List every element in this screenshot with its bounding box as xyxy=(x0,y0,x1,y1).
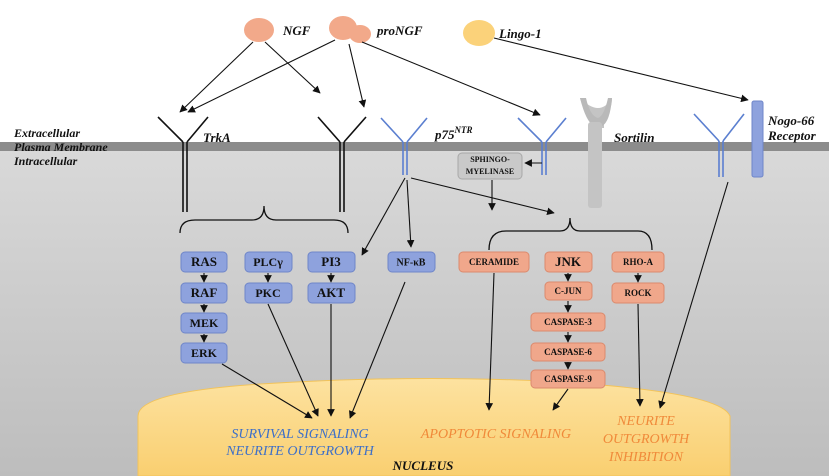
sortilin-label: Sortilin xyxy=(614,130,654,145)
neurite-outgrowth-label: NEURITE OUTGROWTH xyxy=(225,444,374,459)
nucleus-label: NUCLEUS xyxy=(392,458,454,473)
nogo66-receptor xyxy=(751,100,764,178)
caspase6-label: CASPASE-6 xyxy=(544,347,592,357)
sphingomyelinase-label-1: SPHINGO- xyxy=(470,155,510,164)
erk-box: ERK xyxy=(180,342,228,364)
prongf-ligand-small xyxy=(349,25,371,43)
pi3-label: PI3 xyxy=(321,254,341,269)
inhibition-label-2: OUTGROWTH xyxy=(603,432,690,447)
prongf-label: proNGF xyxy=(376,23,423,38)
akt-label: AKT xyxy=(317,285,346,300)
erk-label: ERK xyxy=(191,346,218,360)
lingo-label: Lingo-1 xyxy=(498,26,542,41)
pkc-box: PKC xyxy=(244,282,293,304)
p75-receptor-nogo-complex xyxy=(693,113,745,177)
plcg-label: PLCγ xyxy=(253,255,283,269)
sphingomyelinase-label-2: MYELINASE xyxy=(466,167,514,176)
ras-box: RAS xyxy=(180,251,228,273)
cjun-box: C-JUN xyxy=(544,281,593,301)
extracellular-label: Extracellular xyxy=(13,126,80,140)
lingo-ligand xyxy=(463,20,495,46)
p75-receptor-sortilin-complex xyxy=(517,117,567,175)
caspase6-box: CASPASE-6 xyxy=(530,342,606,362)
plcg-box: PLCγ xyxy=(244,251,293,273)
caspase3-box: CASPASE-3 xyxy=(530,312,606,332)
trka-receptor-2 xyxy=(317,116,367,212)
trka-label: TrkA xyxy=(203,130,231,145)
raf-label: RAF xyxy=(191,285,218,300)
rhoa-box: RHO-A xyxy=(611,251,665,273)
trka-receptor-1 xyxy=(157,116,209,212)
intracellular-label: Intracellular xyxy=(13,154,78,168)
caspase9-label: CASPASE-9 xyxy=(544,374,592,384)
jnk-label: JNK xyxy=(555,254,582,269)
plasma-membrane-label: Plasma Membrane xyxy=(14,140,108,154)
caspase3-label: CASPASE-3 xyxy=(544,317,592,327)
nogo66-label: Nogo-66 xyxy=(767,113,815,128)
sphingomyelinase-box: SPHINGO- MYELINASE xyxy=(457,152,523,180)
jnk-brace xyxy=(488,217,653,251)
mek-box: MEK xyxy=(180,312,228,334)
nfkb-box: NF-κB xyxy=(387,251,436,273)
inhibition-label-1: NEURITE xyxy=(616,414,675,429)
pkc-label: PKC xyxy=(255,286,280,300)
p75-receptor xyxy=(380,117,428,175)
cjun-label: C-JUN xyxy=(555,286,582,296)
ceramide-label: CERAMIDE xyxy=(469,257,519,267)
apoptotic-signaling-label: APOPTOTIC SIGNALING xyxy=(420,427,571,442)
ras-label: RAS xyxy=(191,254,217,269)
plasma-membrane xyxy=(0,142,829,151)
p75-label: p75NTR xyxy=(434,125,473,142)
pi3-box: PI3 xyxy=(307,251,356,273)
ngf-label: NGF xyxy=(282,23,311,38)
caspase9-box: CASPASE-9 xyxy=(530,369,606,389)
ngf-ligand xyxy=(244,18,274,42)
sortilin-receptor xyxy=(580,98,612,208)
nogo66-label-2: Receptor xyxy=(767,128,817,143)
akt-box: AKT xyxy=(307,282,356,304)
inhibition-label-3: INHIBITION xyxy=(608,450,684,465)
rock-box: ROCK xyxy=(611,282,665,304)
trka-brace xyxy=(179,205,349,234)
ceramide-box: CERAMIDE xyxy=(458,251,530,273)
rhoa-label: RHO-A xyxy=(623,257,653,267)
rock-label: ROCK xyxy=(625,288,652,298)
mek-label: MEK xyxy=(190,316,219,330)
nfkb-label: NF-κB xyxy=(397,257,426,268)
survival-signaling-label: SURVIVAL SIGNALING xyxy=(231,427,368,442)
jnk-box: JNK xyxy=(544,251,593,273)
raf-box: RAF xyxy=(180,282,228,304)
